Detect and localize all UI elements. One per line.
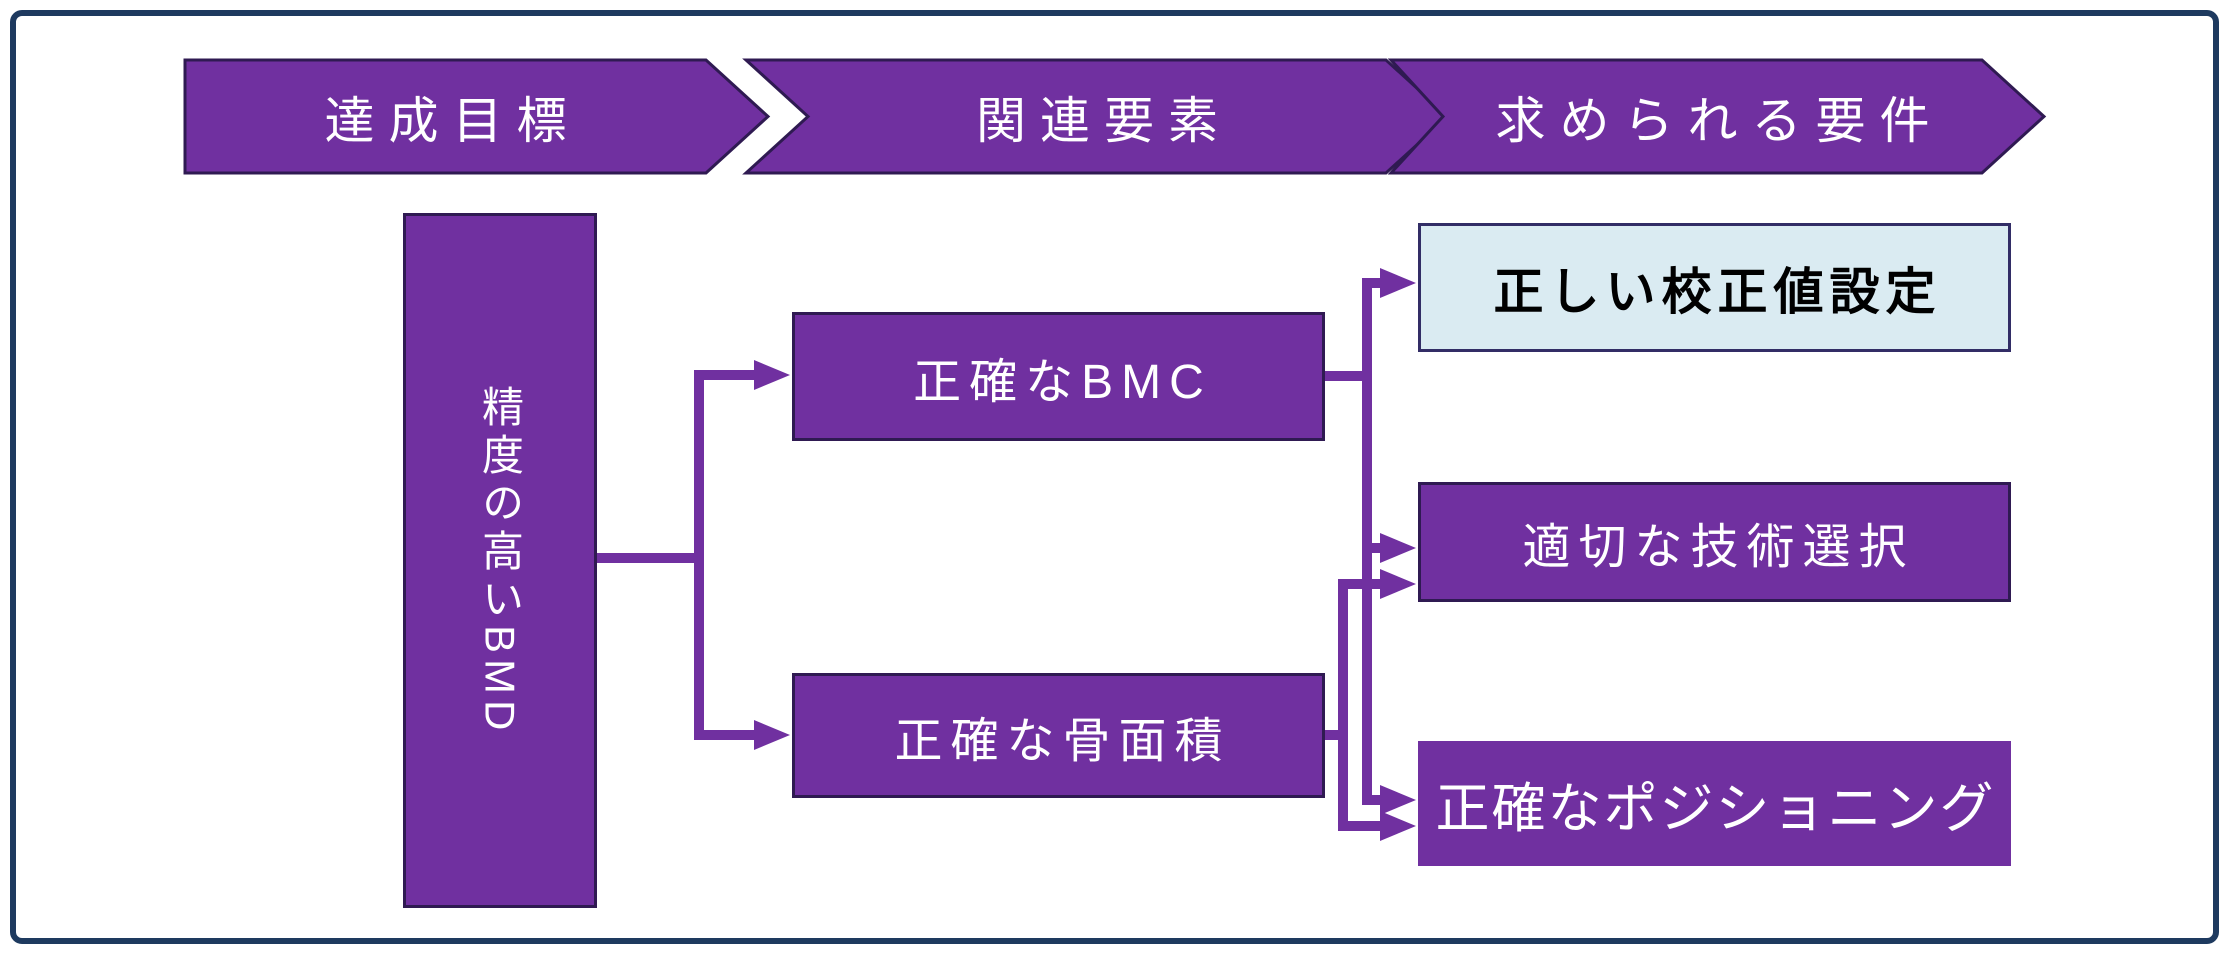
arrowhead-bmc-to-technique: [1380, 533, 1416, 563]
factor-box-bone-area-label: 正確な骨面積: [894, 714, 1231, 768]
connector-bone-spine: [1338, 579, 1380, 831]
connector-bmc-spine: [1362, 278, 1380, 805]
arrowhead-bone-to-positioning: [1380, 811, 1416, 841]
chevron-requirements-shape: [1387, 58, 2047, 175]
arrowhead-to-bmc: [754, 360, 790, 390]
factor-box-bmc-label: 正確なBMC: [913, 355, 1212, 409]
goal-box-label: 精度の高いBMD: [476, 384, 524, 737]
requirement-box-calibration-label: 正しい校正値設定: [1493, 263, 1942, 320]
arrowhead-bone-to-technique: [1380, 569, 1416, 599]
chevron-label-factors: 関連要素: [976, 92, 1232, 149]
chevron-label-requirements: 求められる要件: [1495, 92, 1944, 149]
arrowhead-bmc-to-positioning: [1380, 785, 1416, 815]
requirement-box-positioning-label: 正確なポジショニング: [1435, 779, 1996, 839]
requirement-box-calibration: 正しい校正値設定: [1418, 223, 2011, 352]
chevron-factors-shape: [742, 58, 1451, 175]
chevron-goal-shape: [183, 58, 771, 175]
arrowhead-to-calibration: [1380, 268, 1416, 298]
requirement-box-technique-label: 適切な技術選択: [1522, 521, 1915, 574]
factor-box-bone-area: 正確な骨面積: [792, 673, 1325, 798]
factor-box-bmc: 正確なBMC: [792, 312, 1325, 441]
connector-goal-branch: [694, 370, 754, 740]
goal-box: 精度の高いBMD: [403, 213, 597, 908]
requirement-box-technique: 適切な技術選択: [1418, 482, 2011, 602]
chevron-label-goal: 達成目標: [324, 92, 581, 149]
requirement-box-positioning: 正確なポジショニング: [1418, 741, 2011, 866]
arrowhead-to-bone-area: [754, 720, 790, 750]
